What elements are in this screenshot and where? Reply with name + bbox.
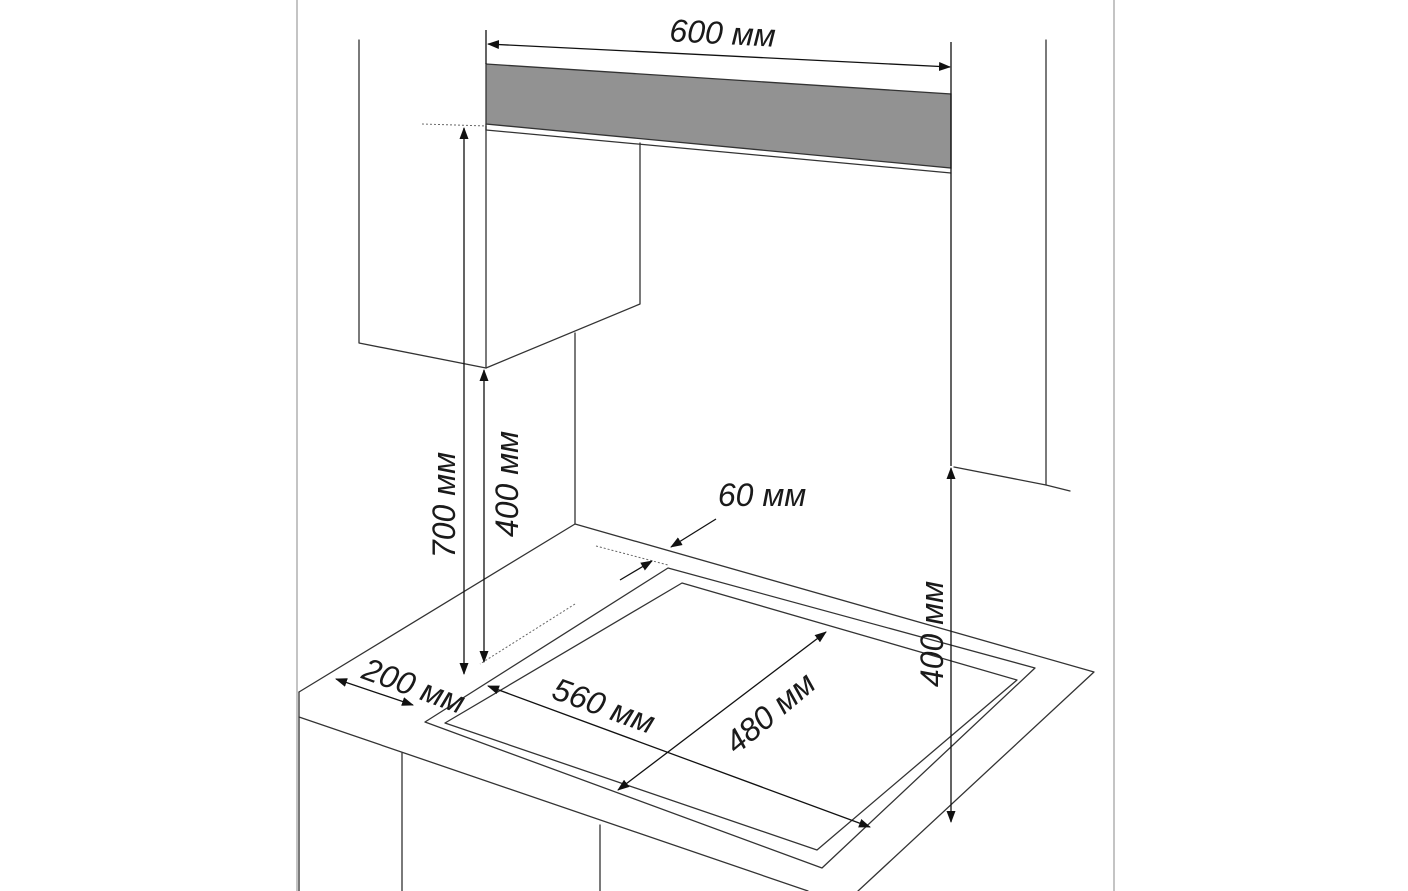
label-back-gap: 60 мм xyxy=(718,477,806,513)
room-frame xyxy=(296,0,1115,891)
dim-line-60-leader xyxy=(670,518,717,548)
countertop xyxy=(298,523,1095,891)
left-wall-cabinet xyxy=(358,39,641,369)
label-cabinet-to-countertop: 700 мм xyxy=(426,452,462,558)
label-cutout-depth: 480 мм xyxy=(718,665,823,761)
dimension-lines xyxy=(335,40,956,828)
label-hood-to-countertop-right: 400 мм xyxy=(914,581,950,687)
dim-line-60-inner xyxy=(619,560,653,581)
label-hood-width: 600 мм xyxy=(669,12,777,54)
range-hood xyxy=(485,63,952,174)
label-cutout-width: 560 мм xyxy=(548,671,660,741)
label-hood-to-countertop-left: 400 мм xyxy=(489,431,525,537)
dim-line-200 xyxy=(335,678,414,706)
label-side-gap: 200 мм xyxy=(357,650,470,720)
right-wall-cabinet xyxy=(953,39,1071,492)
dim-line-600 xyxy=(487,40,951,71)
dim-line-480 xyxy=(617,631,827,791)
extension-lines xyxy=(421,30,952,665)
dim-line-560 xyxy=(487,685,871,828)
